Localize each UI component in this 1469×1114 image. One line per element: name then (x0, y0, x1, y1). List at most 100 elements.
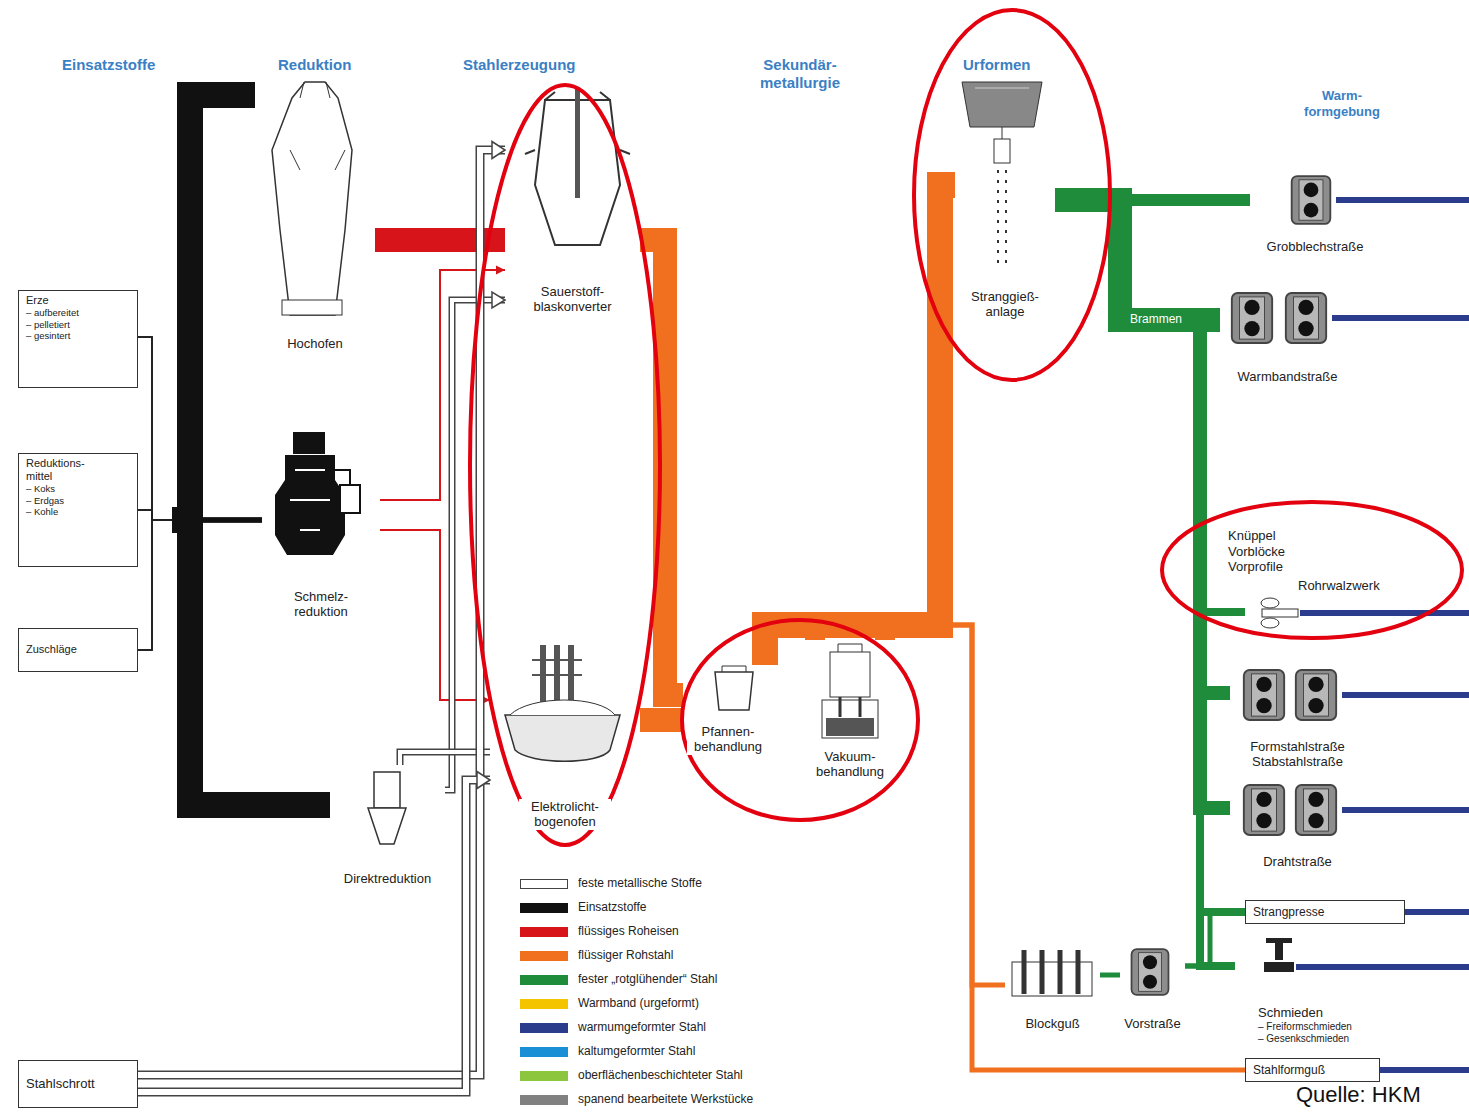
legend-swatch (520, 927, 568, 937)
process-box: Stahlformguß (1245, 1058, 1380, 1082)
flow-connector (138, 142, 505, 1076)
column-heading: Urformen (963, 56, 1031, 74)
flow-band (172, 520, 330, 805)
flow-band (138, 520, 172, 650)
flow-band (765, 625, 1245, 1070)
unit-label: Stahlformguß (1252, 1063, 1326, 1077)
unit-label: – gesintert (25, 330, 71, 341)
arrow-head (492, 292, 505, 308)
flow-connector (765, 625, 1005, 985)
flow-band (138, 520, 172, 650)
ingot-casting-icon (1012, 950, 1092, 996)
flow-band (138, 780, 490, 1092)
flow-band (445, 300, 505, 790)
plant-unit: Grobblechstraße (1250, 170, 1380, 255)
unit-label: Schmelz- reduktion (280, 589, 362, 620)
flow-connector (640, 720, 683, 721)
flow-band (138, 780, 490, 1092)
unit-label: Vorstraße (1123, 1016, 1181, 1032)
flow-band (765, 625, 1005, 985)
flow-connector (765, 625, 1245, 1070)
plant-unit: Schmieden– Freiformschmieden– Gesenkschm… (1235, 935, 1425, 1045)
flow-band (138, 510, 172, 520)
unit-label: Warmbandstraße (1237, 369, 1339, 385)
flow-band (172, 95, 255, 520)
flow-connector (1055, 200, 1235, 966)
legend-swatch (520, 1095, 568, 1105)
column-heading: Warm- formgebung (1292, 88, 1392, 119)
legend-text: Warmband (urgeformt) (578, 996, 699, 1010)
highlight-ellipse (470, 10, 1462, 845)
unit-label: Rohrwalzwerk (1297, 578, 1381, 594)
unit-label: Formstahlstraße (1249, 739, 1346, 755)
forging-icon (1264, 938, 1294, 972)
flow-connector (138, 510, 330, 805)
unit-label: Blockguß (1024, 1016, 1080, 1032)
flow-band (172, 95, 255, 520)
flow-connector (1100, 975, 1120, 976)
legend-text: feste metallische Stoffe (578, 876, 702, 890)
ladle-icon (715, 666, 753, 710)
direct-reduction-icon (368, 772, 406, 844)
unit-label: Pfannen- behandlung (687, 724, 769, 755)
flow-band (138, 520, 172, 650)
flow-connector (138, 520, 330, 805)
plant-unit: Vakuum- behandlung (800, 640, 900, 780)
flow-band (1055, 200, 1245, 912)
unit-label: – aufbereitet (25, 307, 80, 318)
unit-label: – pelletiert (25, 319, 71, 330)
vacuum-vessel-icon (822, 644, 878, 738)
unit-label: Schmieden (1257, 1005, 1324, 1021)
unit-label: Elektrolicht- bogenofen (519, 799, 611, 830)
flow-band (1055, 200, 1220, 320)
unit-label: – Freiformschmieden (1257, 1021, 1353, 1033)
legend-text: Einsatzstoffe (578, 900, 646, 914)
legend-swatch (520, 903, 568, 913)
plant-unit: Blockguß (1005, 940, 1100, 1032)
flow-band (138, 150, 505, 1075)
unit-label: Drahtstraße (1262, 854, 1333, 870)
flow-connector (375, 240, 505, 241)
continuous-caster-icon (962, 82, 1042, 270)
unit-label: Hochofen (286, 336, 344, 352)
process-box: Erze– aufbereitet– pelletiert– gesintert (18, 290, 138, 388)
plant-unit: Rohrwalzwerk (1245, 578, 1405, 628)
flow-band (380, 270, 505, 500)
flow-band (1185, 912, 1245, 966)
legend-text: warmumgeformter Stahl (578, 1020, 706, 1034)
hot-formed-output-lines (1296, 200, 1469, 1070)
flow-band (138, 150, 505, 1075)
flow-band (138, 337, 172, 520)
legend-text: spanend bearbeitete Werkstücke (578, 1092, 753, 1106)
legend-swatch (520, 951, 568, 961)
plant-unit: Warmbandstraße (1220, 285, 1355, 385)
legend-text: flüssiger Rohstahl (578, 948, 673, 962)
unit-label: Reduktions- mittel (25, 457, 102, 483)
unit-label: Stabstahlstraße (1251, 754, 1344, 770)
flow-connector (1055, 200, 1245, 912)
flow-band (1055, 200, 1235, 966)
unit-label: Zuschläge (25, 643, 78, 656)
blast-furnace-icon (272, 82, 352, 315)
legend-sample (520, 879, 568, 889)
unit-label: – Gesenkschmieden (1257, 1033, 1350, 1045)
flow-label: Brammen (1127, 312, 1185, 326)
legend-text: fester „rotglühender“ Stahl (578, 972, 717, 986)
flow-connector (138, 95, 255, 520)
plant-unit: Stranggieß- anlage (955, 78, 1055, 320)
flow-band (445, 300, 505, 790)
unit-label: Stahlschrott (25, 1076, 96, 1092)
arrow-head (477, 772, 490, 789)
unit-label: Direktreduktion (343, 871, 432, 887)
flow-connector (138, 337, 330, 805)
unit-label: Vakuum- behandlung (809, 749, 891, 780)
flow-band (172, 520, 330, 805)
flow-connector (765, 185, 955, 665)
flow-band (1100, 973, 1120, 978)
flow-band (138, 337, 172, 520)
flow-band (1055, 200, 1245, 612)
flow-band (138, 510, 172, 520)
unit-label: Sauerstoff- blaskonverter (524, 284, 621, 315)
unit-label: Grobblechstraße (1266, 239, 1365, 255)
flow-connector (138, 95, 255, 520)
